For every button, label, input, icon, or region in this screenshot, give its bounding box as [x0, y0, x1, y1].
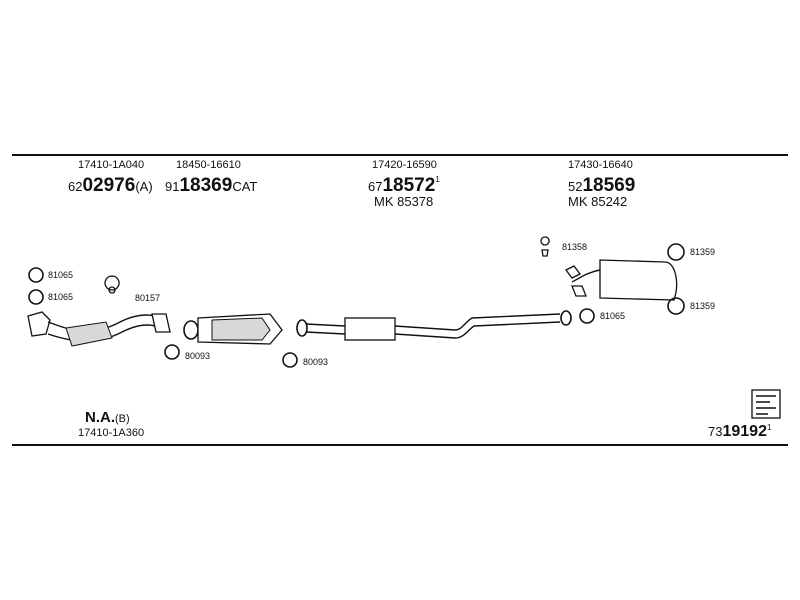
na-suffix: (B) — [115, 413, 130, 425]
gasket-ring-81065-b[interactable] — [28, 289, 44, 305]
catalog-symbol-icon — [751, 389, 781, 419]
manifold-prefix: 62 — [68, 179, 83, 194]
na-label: N.A. — [85, 409, 115, 426]
catalyst-num: 18369 — [179, 175, 233, 196]
catalyst-part-number[interactable]: 9118369CAT — [165, 176, 257, 195]
manifold-suffix: (A) — [135, 179, 153, 194]
catalyst-oe-number: 18450-16610 — [176, 159, 241, 171]
label-80093-a: 80093 — [185, 351, 211, 361]
rear-silencer[interactable] — [565, 259, 678, 301]
catalyst-prefix: 91 — [165, 179, 180, 194]
center-oe-number: 17420-16590 — [372, 159, 437, 171]
center-num: 18572 — [382, 175, 436, 196]
rubber-mount-81359-a[interactable] — [667, 243, 685, 261]
gasket-ring-81065-c[interactable] — [579, 308, 595, 324]
label-81065-a: 81065 — [48, 270, 74, 280]
bottom-rule — [12, 444, 788, 446]
catalytic-converter[interactable] — [183, 313, 283, 345]
label-81359-a: 81359 — [690, 247, 716, 257]
label-80157: 80157 — [135, 293, 161, 303]
rear-part-number[interactable]: 5218569 — [568, 176, 635, 195]
gasket-ring-80093-a[interactable] — [164, 344, 180, 360]
label-81359-b: 81359 — [690, 301, 716, 311]
rubber-mount-81359-b[interactable] — [667, 297, 685, 315]
top-rule — [12, 154, 788, 156]
footer-prefix: 73 — [708, 424, 723, 439]
center-mk-number: MK 85378 — [374, 194, 434, 209]
footer-code: 73191921 — [708, 424, 771, 440]
rear-oe-number: 17430-16640 — [568, 159, 633, 171]
center-sup: 1 — [435, 175, 440, 184]
na-oe-number: 17410-1A360 — [78, 427, 145, 439]
center-prefix: 67 — [368, 179, 383, 194]
center-silencer-assembly[interactable] — [296, 310, 572, 341]
manifold-pipe[interactable] — [27, 311, 171, 347]
catalyst-suffix: CAT — [232, 179, 258, 194]
gasket-ring-80093-b[interactable] — [282, 352, 298, 368]
label-80093-b: 80093 — [303, 357, 329, 367]
footer-num: 19192 — [722, 423, 767, 440]
label-81065-c: 81065 — [600, 311, 626, 321]
rear-mk-number: MK 85242 — [568, 194, 628, 209]
gasket-ring-81065-a[interactable] — [28, 267, 44, 283]
label-81065-b: 81065 — [48, 292, 74, 302]
na-part[interactable]: N.A.(B) — [85, 410, 130, 426]
center-part-number[interactable]: 67185721 — [368, 175, 440, 196]
rear-prefix: 52 — [568, 179, 583, 194]
clamp-80157[interactable] — [104, 275, 120, 294]
manifold-oe-number: 17410-1A040 — [78, 159, 145, 171]
rear-num: 18569 — [582, 175, 636, 196]
footer-sup: 1 — [766, 423, 772, 432]
label-81358: 81358 — [562, 242, 588, 252]
manifold-num: 02976 — [82, 175, 136, 196]
manifold-part-number[interactable]: 6202976(A) — [68, 176, 153, 195]
hanger-81358[interactable] — [540, 236, 550, 257]
